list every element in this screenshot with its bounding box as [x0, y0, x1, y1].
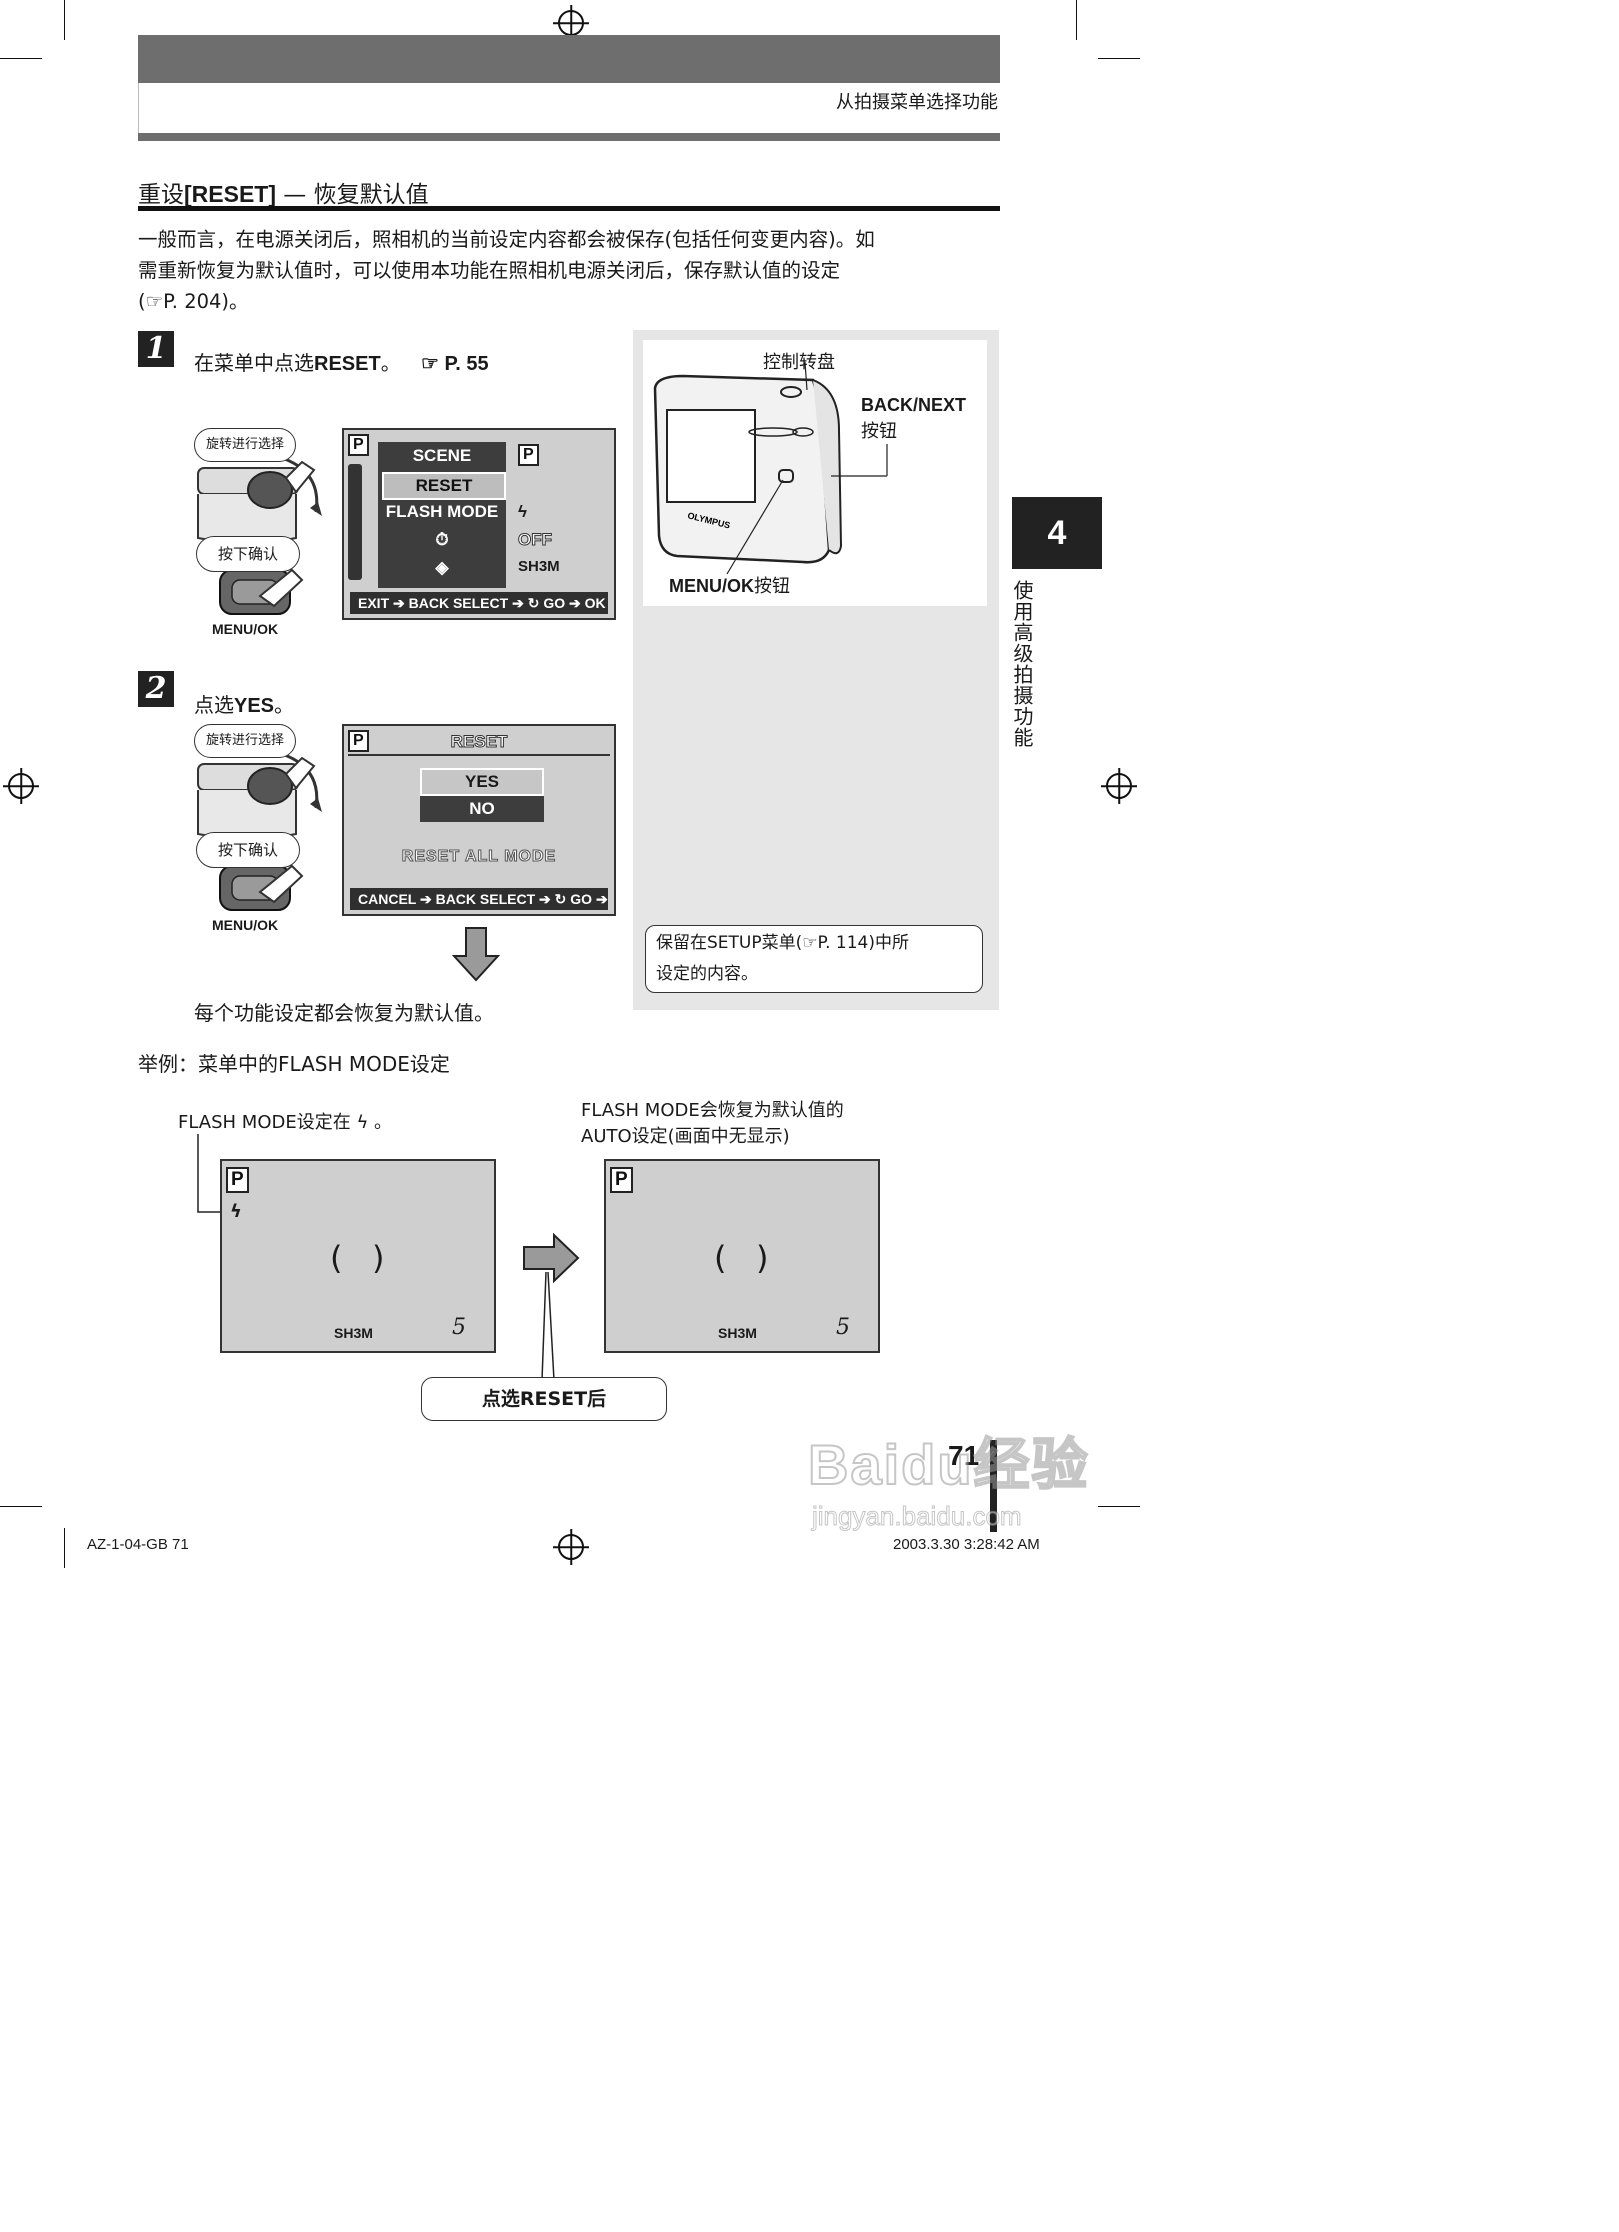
page-number: 71 — [948, 1440, 980, 1471]
crop-mark — [1098, 1506, 1140, 1507]
title-rule — [138, 206, 1000, 211]
chapter-title: 使用高级拍摄功能 — [1010, 580, 1034, 748]
example-heading: 举例：菜单中的FLASH MODE设定 — [138, 1052, 450, 1076]
dial-label: 控制转盘 — [763, 352, 835, 373]
page-title: 重设[RESET] — 恢复默认值 — [138, 181, 429, 208]
page-number-bar — [990, 1440, 997, 1532]
rotate-bubble-2: 旋转进行选择 — [194, 724, 296, 758]
registration-mark-top — [558, 10, 584, 36]
title-underline — [348, 754, 610, 756]
watermark: Baidu经验 jingyan.baidu.com — [807, 1432, 1090, 1532]
menu-ok-button-label: MENU/OK按钮 — [669, 576, 790, 597]
registration-mark-bottom — [558, 1534, 584, 1560]
value-quality: SH3M — [518, 558, 560, 575]
step-1-instruction: 在菜单中点选RESET。 ☞ P. 55 — [194, 351, 489, 375]
mode-p-icon-2: P — [348, 730, 369, 752]
menu-item-reset[interactable]: RESET — [382, 472, 506, 500]
menu-ok-label: MENU/OK — [212, 621, 279, 637]
section-title: 从拍摄菜单选择功能 — [836, 92, 998, 113]
header-divider — [138, 83, 139, 133]
registration-mark-right — [1106, 773, 1132, 799]
reset-title: RESET — [450, 732, 508, 752]
chapter-tab: 4 — [1012, 497, 1102, 569]
quality-indicator: SH3M — [334, 1325, 373, 1341]
af-bracket-right: ) — [372, 1239, 385, 1277]
menu-panel — [378, 442, 506, 588]
quality-indicator: SH3M — [718, 1325, 757, 1341]
crop-mark — [0, 58, 42, 59]
registration-mark-left — [8, 773, 34, 799]
reset-callout-lines — [541, 1271, 555, 1381]
crop-mark — [64, 1528, 65, 1568]
value-timer: OFF — [518, 530, 553, 550]
reset-all-mode-label: RESET ALL MODE — [401, 848, 557, 866]
shots-remaining: 5 — [452, 1315, 466, 1340]
press-bubble: 按下确认 — [196, 536, 300, 572]
left-caption: FLASH MODE设定在 ϟ 。 — [178, 1112, 393, 1133]
crop-mark — [1076, 0, 1077, 40]
right-caption: FLASH MODE会恢复为默认值的 AUTO设定(画面中无显示) — [581, 1100, 844, 1147]
menu-item-scene-select[interactable]: SCENE SELECT — [408, 446, 475, 489]
intro-paragraph: 一般而言，在电源关闭后，照相机的当前设定内容都会被保存(包括任何变更内容)。如 … — [138, 228, 875, 313]
value-scene: P — [518, 444, 539, 466]
menu-scrollbar — [348, 464, 362, 580]
menu-ok-label-2: MENU/OK — [212, 917, 279, 933]
menu-item-flash-mode[interactable]: FLASH MODE — [385, 502, 499, 521]
af-bracket-left: ( — [714, 1239, 727, 1277]
crop-mark — [1098, 58, 1140, 59]
menu-item-quality[interactable]: ◈ — [435, 558, 449, 577]
down-arrow-icon — [452, 927, 500, 982]
step-1-number: 1 — [138, 331, 174, 367]
step-2-instruction: 点选YES。 — [194, 693, 295, 717]
setup-note: 保留在SETUP菜单(☞P. 114)中所 设定的内容。 — [645, 925, 983, 993]
af-bracket-left: ( — [330, 1239, 343, 1277]
value-flash: ϟ — [518, 502, 527, 521]
example-lcd-before: P ϟ ( ) SH3M 5 — [220, 1159, 496, 1353]
reset-hint-bar: CANCEL ➔ BACK SELECT ➔ ↻ GO ➔ OK — [350, 888, 608, 929]
after-reset-label: 点选RESET后 — [421, 1377, 667, 1421]
step-2-number: 2 — [138, 671, 174, 707]
menu-item-self-timer[interactable]: ⏱ — [435, 530, 449, 549]
af-bracket-right: ) — [756, 1239, 769, 1277]
yes-option[interactable]: YES — [420, 768, 544, 796]
footer-left: AZ-1-04-GB 71 — [87, 1536, 189, 1553]
no-option[interactable]: NO — [420, 796, 544, 822]
menu-lcd-screen: P SCENE SELECT RESET FLASH MODE ⏱ ◈ P ϟ … — [342, 428, 616, 620]
rotate-bubble: 旋转进行选择 — [194, 428, 296, 462]
crop-mark — [64, 0, 65, 40]
shots-remaining: 5 — [836, 1315, 850, 1340]
header-band — [138, 35, 1000, 83]
example-lcd-after: P ( ) SH3M 5 — [604, 1159, 880, 1353]
menu-hint-bar: EXIT ➔ BACK SELECT ➔ ↻ GO ➔ OK — [350, 592, 608, 614]
mode-p-icon: P — [348, 434, 369, 456]
result-text: 每个功能设定都会恢复为默认值。 — [194, 1001, 494, 1025]
press-bubble-2: 按下确认 — [196, 832, 300, 868]
right-arrow-icon — [523, 1233, 580, 1283]
reset-lcd-screen: P RESET YES NO RESET ALL MODE CANCEL ➔ B… — [342, 724, 616, 929]
flash-icon: ϟ — [230, 1201, 242, 1222]
crop-mark — [0, 1506, 42, 1507]
header-rule — [138, 133, 1000, 141]
footer-right: 2003.3.30 3:28:42 AM — [893, 1536, 1040, 1553]
